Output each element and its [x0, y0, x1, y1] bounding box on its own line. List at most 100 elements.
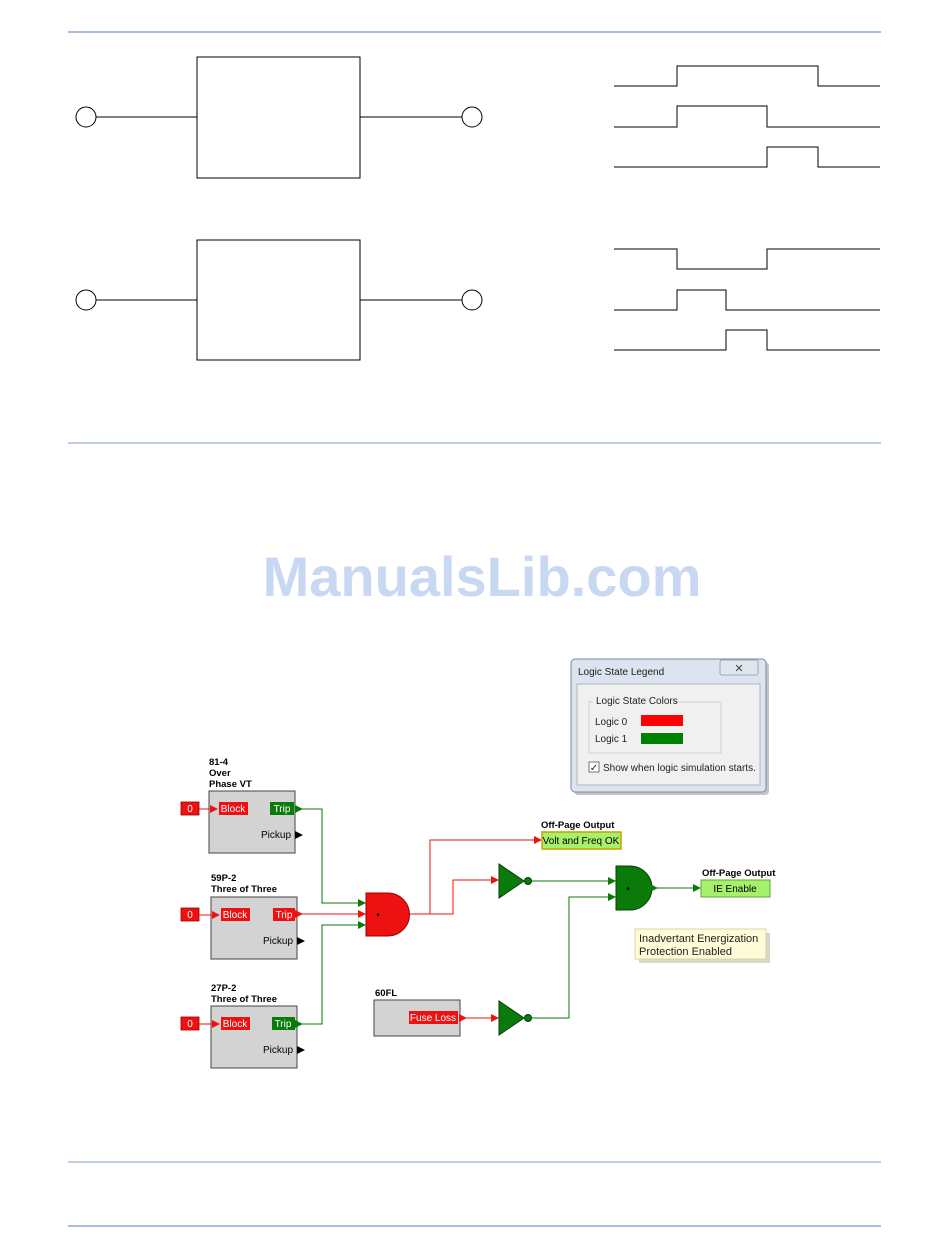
input-constant-value: 0 — [187, 804, 193, 815]
arrowhead — [608, 877, 616, 885]
arrowhead — [491, 876, 499, 884]
output-terminal — [461, 106, 483, 128]
and-gate-2[interactable]: • — [615, 865, 658, 911]
pickup-port-arrow — [297, 937, 305, 945]
output-header: Off-Page Output — [541, 820, 615, 831]
timer-box — [196, 56, 361, 179]
block-body — [210, 1005, 298, 1069]
pickup-output-label: Pickup — [263, 1045, 293, 1056]
block-code: 27P-2 — [211, 983, 236, 994]
not-gate-2[interactable] — [498, 1000, 532, 1036]
input-port-arrow — [212, 1020, 220, 1028]
output-terminal — [461, 289, 483, 311]
note-line2: Protection Enabled — [639, 946, 732, 958]
trip-output-tag[interactable] — [273, 908, 295, 921]
fuse-loss-output-label: Fuse Loss — [410, 1013, 456, 1024]
wire-and-to-output1 — [406, 839, 540, 915]
output-label: Volt and Freq OK — [543, 836, 620, 847]
block-input-tag[interactable] — [219, 802, 248, 815]
output-box — [700, 879, 771, 898]
wire-and-to-not1 — [406, 879, 497, 915]
input-terminal — [75, 289, 97, 311]
logic1-swatch — [641, 733, 683, 744]
input-terminal — [75, 106, 97, 128]
wire-not2-to-and2 — [532, 896, 610, 1019]
off-page-output-2[interactable]: Off-Page Output IE Enable — [700, 868, 776, 898]
and-gate-output — [400, 910, 408, 918]
logic1-label: Logic 1 — [595, 734, 628, 745]
note-box — [634, 928, 767, 960]
block-input-tag[interactable] — [221, 1017, 250, 1030]
close-icon: ✕ — [734, 663, 743, 675]
not-gate-body — [498, 863, 525, 899]
trip-output-tag[interactable] — [270, 802, 294, 815]
pickup-port-arrow — [295, 831, 303, 839]
block-code: 60FL — [375, 988, 397, 999]
block-input-label: Block — [221, 804, 246, 815]
wire-81-trip — [302, 808, 360, 904]
input-constant-value: 0 — [187, 910, 193, 921]
arrowhead — [693, 884, 701, 892]
block-body — [208, 790, 296, 854]
timer-diagram-1 — [75, 56, 483, 179]
waveform — [614, 329, 880, 351]
trip-port-arrow — [295, 910, 303, 918]
close-button[interactable] — [719, 659, 759, 676]
and-gate-1[interactable]: • — [365, 892, 410, 937]
waveform — [614, 248, 880, 270]
off-page-output-1[interactable]: Off-Page Output Volt and Freq OK — [541, 820, 622, 850]
block-81-4[interactable]: 81-4 Over Phase VT 0 Block Trip Pickup — [180, 757, 303, 854]
fuse-loss-output-tag[interactable] — [409, 1011, 458, 1024]
checkbox-check-icon: ✓ — [590, 763, 598, 774]
output-label: IE Enable — [713, 884, 757, 895]
timing-waveforms — [614, 65, 880, 351]
show-checkbox[interactable] — [588, 761, 600, 773]
block-desc-line2: Phase VT — [209, 779, 252, 790]
not-gate-body — [498, 1000, 525, 1036]
annotation-note[interactable]: Inadvertant Energization Protection Enab… — [634, 928, 770, 963]
input-constant-value: 0 — [187, 1019, 193, 1030]
trip-output-tag[interactable] — [272, 1017, 295, 1030]
output-box — [541, 831, 622, 850]
waveform — [614, 105, 880, 128]
dialog-title: Logic State Legend — [578, 667, 664, 678]
block-59p-2[interactable]: 59P-2 Three of Three 0 Block Trip Pickup — [180, 873, 305, 960]
logic0-swatch — [641, 715, 683, 726]
and-gate-body — [365, 892, 410, 937]
block-body — [210, 896, 298, 960]
block-27p-2[interactable]: 27P-2 Three of Three 0 Block Trip Pickup — [180, 983, 305, 1069]
timer-box — [196, 239, 361, 361]
trip-output-label: Trip — [274, 804, 291, 815]
and-gate-body — [615, 865, 653, 911]
group-title-bg — [593, 696, 673, 706]
input-port-arrow — [212, 911, 220, 919]
legend-dialog[interactable]: Logic State Legend ✕ Logic State Colors … — [570, 658, 769, 795]
not-gate-bubble — [524, 1014, 532, 1022]
trip-port-arrow — [295, 1020, 303, 1028]
output-header: Off-Page Output — [702, 868, 776, 879]
note-line1: Inadvertant Energization — [639, 933, 758, 945]
wire-27-trip — [302, 924, 360, 1025]
arrowhead — [491, 1014, 499, 1022]
not-gate-1[interactable] — [498, 863, 532, 899]
block-code: 59P-2 — [211, 873, 236, 884]
arrowhead — [608, 893, 616, 901]
arrowhead — [534, 836, 542, 844]
and-gate-symbol: • — [376, 910, 380, 921]
wires — [302, 808, 696, 1025]
block-desc-line1: Three of Three — [211, 994, 277, 1005]
block-input-tag[interactable] — [221, 908, 250, 921]
block-desc-line1: Three of Three — [211, 884, 277, 895]
arrowhead — [358, 910, 366, 918]
waveform — [614, 146, 880, 168]
trip-output-label: Trip — [275, 1019, 292, 1030]
pickup-output-label: Pickup — [261, 830, 291, 841]
fuse-loss-port-arrow — [459, 1014, 467, 1022]
logic0-label: Logic 0 — [595, 717, 628, 728]
arrowheads — [358, 836, 701, 1022]
arrowhead — [358, 921, 366, 929]
group-title: Logic State Colors — [596, 696, 678, 707]
block-60fl[interactable]: 60FL Fuse Loss — [373, 988, 467, 1037]
and-gate-symbol: • — [626, 884, 630, 895]
